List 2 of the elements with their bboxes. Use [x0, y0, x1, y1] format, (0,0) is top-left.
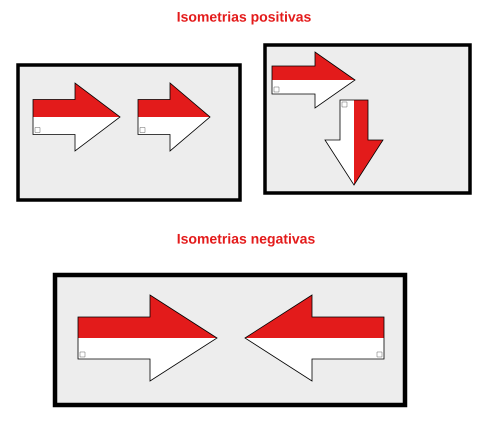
- heading: Isometrias negativas: [178, 233, 315, 247]
- heading: Isometrias positivas: [178, 11, 311, 25]
